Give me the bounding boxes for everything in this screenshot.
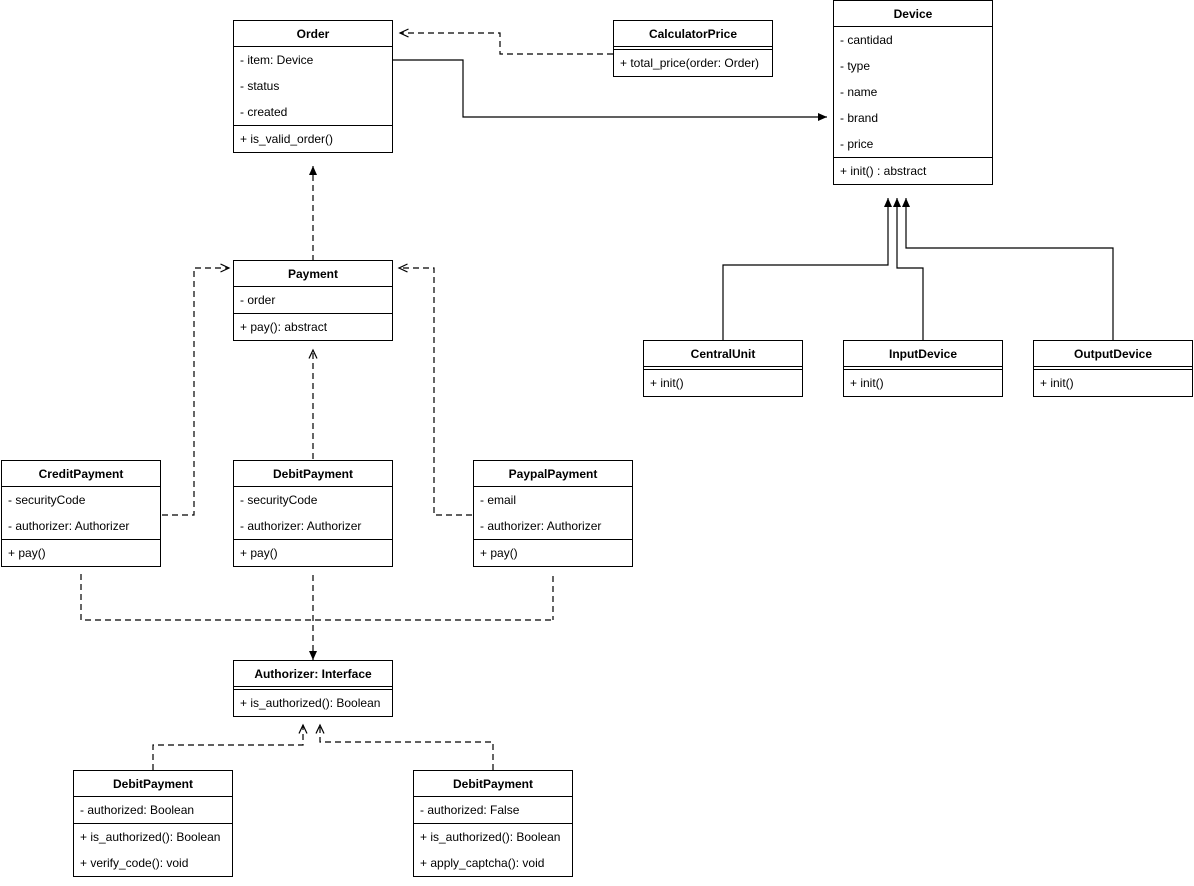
attribute-row: - type	[840, 59, 871, 73]
attribute-row: - created	[240, 105, 288, 119]
class-device-title: Device	[834, 1, 992, 27]
class-outputdevice-attributes	[1034, 367, 1192, 370]
link-creditpayment-payment	[162, 268, 229, 516]
class-debitpayment-authorized-attributes: - authorized: Boolean	[74, 797, 232, 824]
class-calculatorprice-attributes	[614, 47, 772, 50]
link-outputdevice-device	[902, 198, 1114, 340]
class-order[interactable]: Order - item: Device - status - created …	[233, 20, 393, 153]
class-payment-attributes: - order	[234, 287, 392, 314]
class-payment-title: Payment	[234, 261, 392, 287]
class-inputdevice-attributes	[844, 367, 1002, 370]
class-authorizer-title: Authorizer: Interface	[234, 661, 392, 687]
class-device-attributes: - cantidad - type - name - brand - price	[834, 27, 992, 158]
class-centralunit-methods: + init()	[644, 370, 802, 396]
class-centralunit-attributes	[644, 367, 802, 370]
link-inputdevice-device	[893, 198, 924, 340]
class-debitpayment-authorized[interactable]: DebitPayment - authorized: Boolean + is_…	[73, 770, 233, 877]
class-debitpayment-authorized-title: DebitPayment	[74, 771, 232, 797]
attribute-row: - securityCode	[8, 493, 86, 507]
class-device-methods: + init() : abstract	[834, 158, 992, 184]
class-debitpayment-title: DebitPayment	[234, 461, 392, 487]
class-centralunit[interactable]: CentralUnit + init()	[643, 340, 803, 397]
attribute-row: - authorized: False	[420, 803, 520, 817]
class-debitpayment-captcha-methods: + is_authorized(): Boolean + apply_captc…	[414, 824, 572, 876]
class-creditpayment-methods: + pay()	[2, 540, 160, 566]
class-creditpayment-attributes: - securityCode - authorizer: Authorizer	[2, 487, 160, 540]
attribute-row: - securityCode	[240, 493, 318, 507]
method-row: + total_price(order: Order)	[620, 56, 760, 70]
link-calculatorprice-order	[400, 33, 613, 55]
class-debitpayment-captcha[interactable]: DebitPayment - authorized: False + is_au…	[413, 770, 573, 877]
class-outputdevice-title: OutputDevice	[1034, 341, 1192, 367]
class-debitpayment-captcha-attributes: - authorized: False	[414, 797, 572, 824]
class-debitpayment-methods: + pay()	[234, 540, 392, 566]
method-row: + pay(): abstract	[240, 320, 328, 334]
class-inputdevice-title: InputDevice	[844, 341, 1002, 367]
attribute-row: - order	[240, 293, 276, 307]
link-centralunit-device	[722, 198, 892, 340]
method-row: + is_authorized(): Boolean	[80, 830, 221, 844]
attribute-row: - authorizer: Authorizer	[240, 519, 362, 533]
link-debitpaymentcaptcha-authorizer	[320, 725, 494, 770]
class-calculatorprice-title: CalculatorPrice	[614, 21, 772, 47]
method-row: + pay()	[480, 546, 518, 560]
class-authorizer-interface[interactable]: Authorizer: Interface + is_authorized():…	[233, 660, 393, 717]
attribute-row: - authorized: Boolean	[80, 803, 195, 817]
class-paypalpayment-attributes: - email - authorizer: Authorizer	[474, 487, 632, 540]
class-debitpayment[interactable]: DebitPayment - securityCode - authorizer…	[233, 460, 393, 567]
method-row: + is_authorized(): Boolean	[240, 696, 381, 710]
attribute-row: - cantidad	[840, 33, 893, 47]
method-row: + init()	[1040, 376, 1074, 390]
attribute-row: - authorizer: Authorizer	[480, 519, 602, 533]
class-inputdevice-methods: + init()	[844, 370, 1002, 396]
method-row: + pay()	[240, 546, 278, 560]
method-row: + pay()	[8, 546, 46, 560]
class-outputdevice-methods: + init()	[1034, 370, 1192, 396]
method-row: + is_authorized(): Boolean	[420, 830, 561, 844]
class-centralunit-title: CentralUnit	[644, 341, 802, 367]
class-device[interactable]: Device - cantidad - type - name - brand …	[833, 0, 993, 185]
method-row: + is_valid_order()	[240, 132, 334, 146]
method-row: + init()	[650, 376, 684, 390]
attribute-row: - brand	[840, 111, 879, 125]
class-debitpayment-authorized-methods: + is_authorized(): Boolean + verify_code…	[74, 824, 232, 876]
class-payment[interactable]: Payment - order + pay(): abstract	[233, 260, 393, 341]
class-paypalpayment-methods: + pay()	[474, 540, 632, 566]
class-inputdevice[interactable]: InputDevice + init()	[843, 340, 1003, 397]
attribute-row: - authorizer: Authorizer	[8, 519, 130, 533]
class-debitpayment-attributes: - securityCode - authorizer: Authorizer	[234, 487, 392, 540]
class-outputdevice[interactable]: OutputDevice + init()	[1033, 340, 1193, 397]
class-calculatorprice[interactable]: CalculatorPrice + total_price(order: Ord…	[613, 20, 773, 77]
attribute-row: - name	[840, 85, 878, 99]
class-debitpayment-captcha-title: DebitPayment	[414, 771, 572, 797]
method-row: + verify_code(): void	[80, 856, 189, 870]
class-paypalpayment[interactable]: PaypalPayment - email - authorizer: Auth…	[473, 460, 633, 567]
class-order-title: Order	[234, 21, 392, 47]
class-order-methods: + is_valid_order()	[234, 126, 392, 152]
link-paypalpayment-payment	[399, 268, 472, 516]
class-calculatorprice-methods: + total_price(order: Order)	[614, 50, 772, 76]
attribute-row: - price	[840, 137, 874, 151]
attribute-row: - email	[480, 493, 517, 507]
attribute-row: - item: Device	[240, 53, 314, 67]
class-payment-methods: + pay(): abstract	[234, 314, 392, 340]
class-paypalpayment-title: PaypalPayment	[474, 461, 632, 487]
class-order-attributes: - item: Device - status - created	[234, 47, 392, 126]
class-creditpayment[interactable]: CreditPayment - securityCode - authorize…	[1, 460, 161, 567]
attribute-row: - status	[240, 79, 280, 93]
class-authorizer-methods: + is_authorized(): Boolean	[234, 690, 392, 716]
method-row: + init() : abstract	[840, 164, 927, 178]
method-row: + init()	[850, 376, 884, 390]
class-creditpayment-title: CreditPayment	[2, 461, 160, 487]
link-debitpaymentauthorized-authorizer	[152, 725, 303, 770]
method-row: + apply_captcha(): void	[420, 856, 545, 870]
class-authorizer-attributes	[234, 687, 392, 690]
link-creditpayment-authorizer	[80, 574, 553, 621]
